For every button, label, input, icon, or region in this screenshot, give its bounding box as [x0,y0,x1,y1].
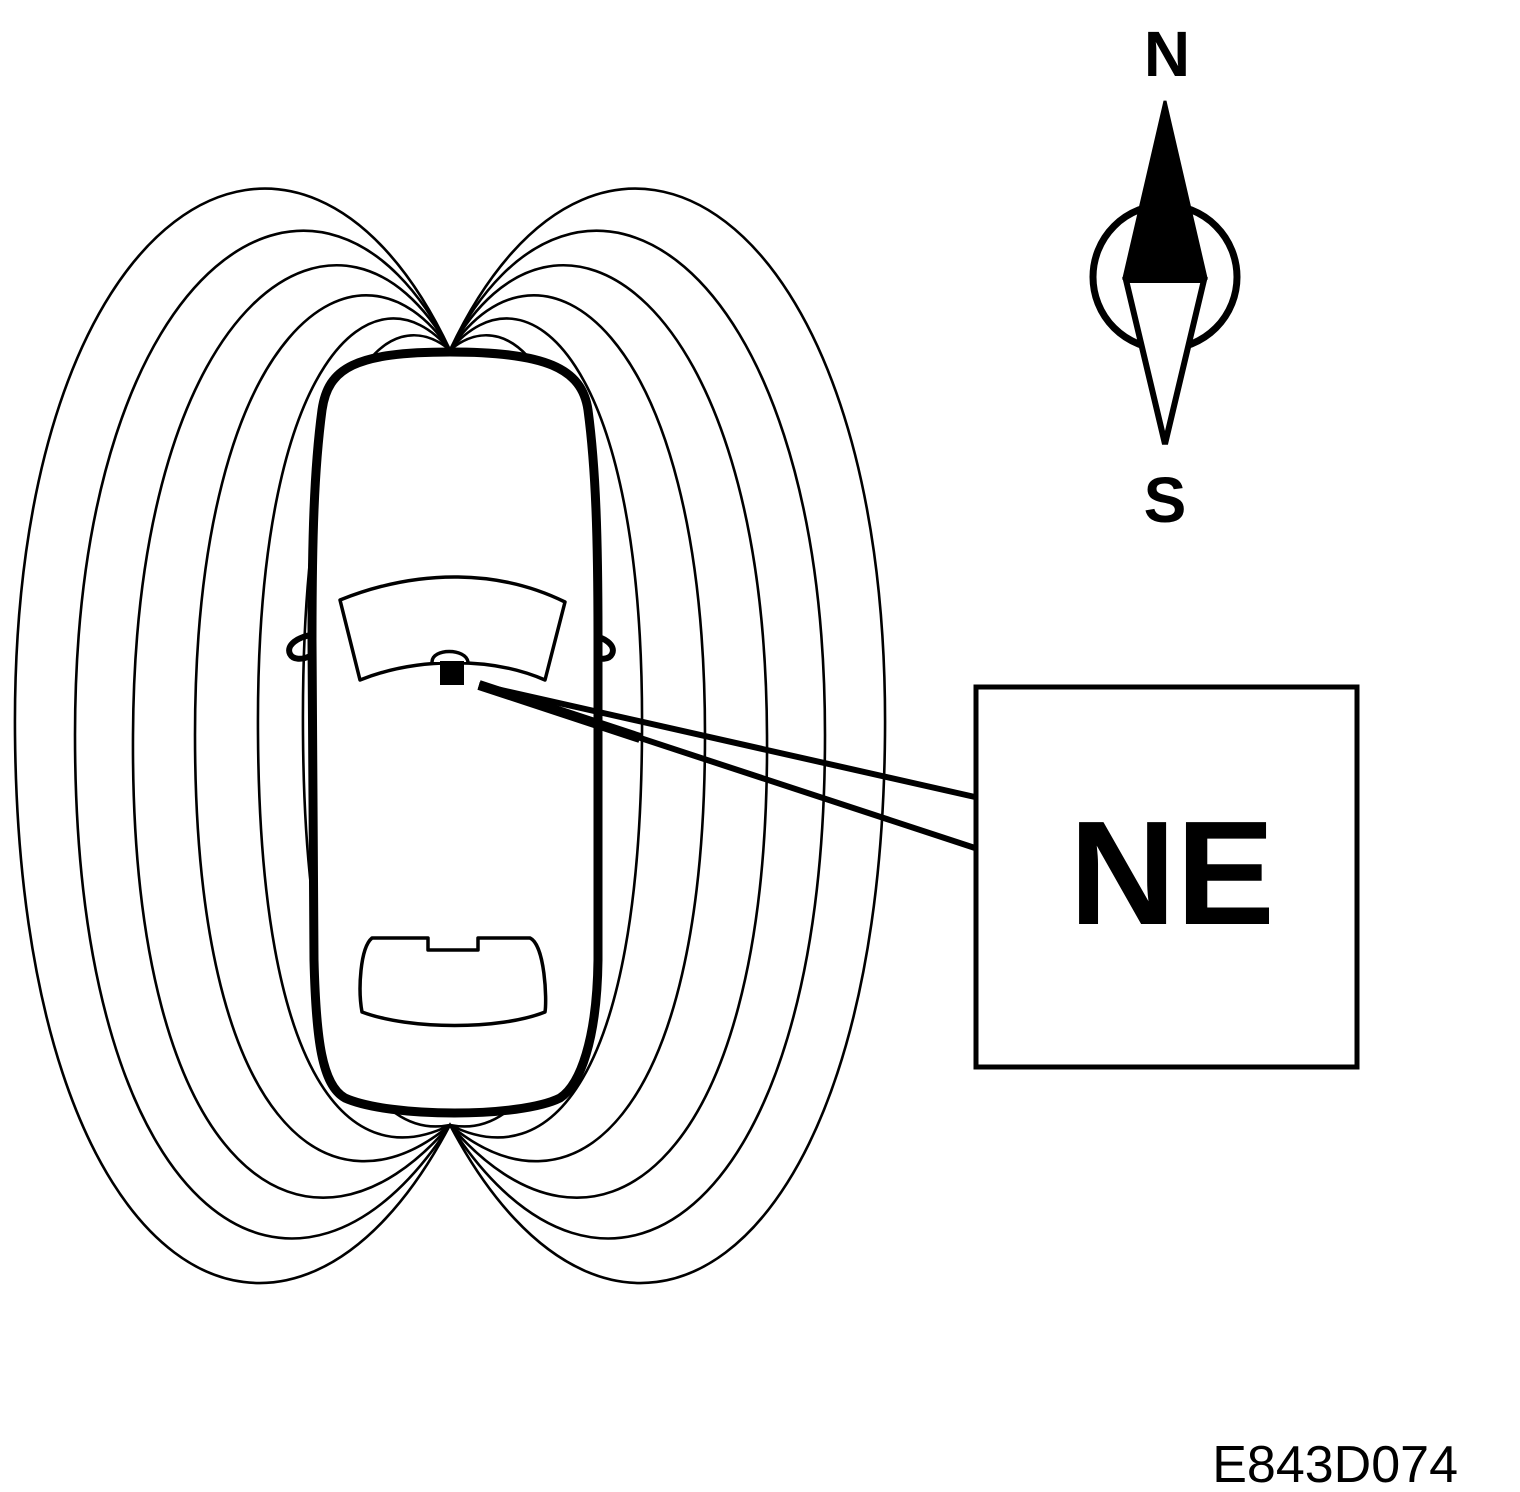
mirror-left [286,631,321,662]
callout-box [973,684,1360,1070]
compass-south-needle-icon [1122,277,1208,445]
compass-sensor [440,661,464,685]
vehicle-body-outline [307,347,603,1118]
compass-south-label: S [1144,464,1187,536]
compass-north-needle-icon [1122,100,1208,280]
compass-north-label: N [1144,18,1190,90]
figure-code: E843D074 [1212,1436,1458,1492]
windshield [338,575,567,682]
heading-display-callout: NE [973,684,1360,1070]
rear-window [358,936,548,1028]
compass-rose: N S [1089,18,1241,536]
vehicle-top-view [286,347,616,1118]
callout-leader [477,680,976,851]
leader-line-core [477,680,642,743]
leader-line-upper [478,682,976,800]
callout-heading-label: NE [1069,791,1275,956]
dashboard-bump [430,649,470,663]
